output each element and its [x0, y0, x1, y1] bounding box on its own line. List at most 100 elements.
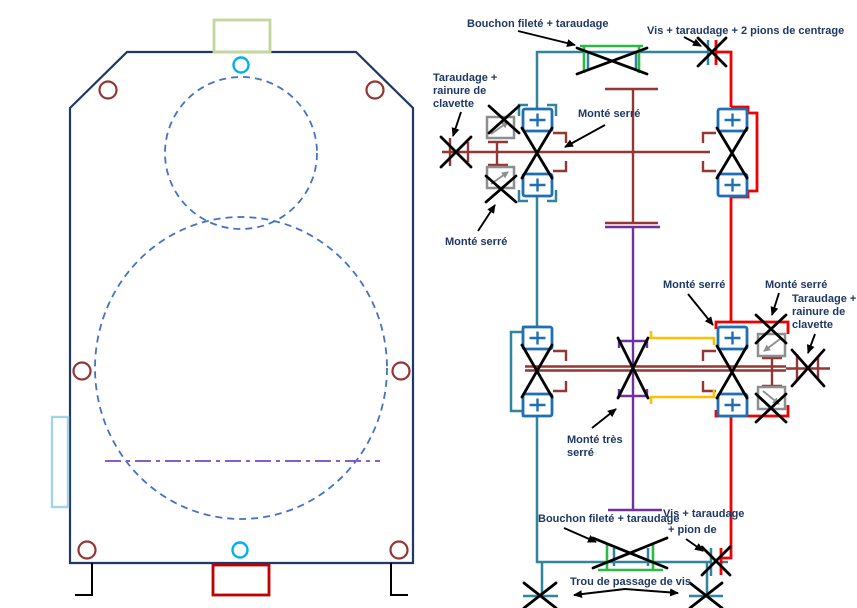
label-line: serré [567, 447, 594, 459]
label-monte-tres-serre: Monté très serré [567, 434, 623, 459]
plug-seat-ticks-top [586, 52, 638, 70]
shaft1-left-end-ticks [448, 138, 470, 166]
arrow-plug-top [517, 30, 576, 47]
label-trou-passage: Trou de passage de vis [570, 576, 691, 588]
plug-bottom-green [598, 543, 663, 572]
gear-pitch-circle-large [94, 216, 388, 520]
spacer-left [488, 140, 508, 167]
gear2-hub-flanges [617, 339, 649, 398]
fixing-hole [365, 80, 385, 100]
right-foot [390, 563, 408, 596]
bearing-symbol [521, 172, 554, 198]
bearing-symbol [521, 325, 554, 351]
shaft2-right-end-ticks [795, 354, 820, 381]
label-taraudage-left: Taraudage + rainure de clavette [433, 72, 497, 110]
arrow-monte-serre-seal-left [477, 204, 496, 232]
label-bouchon-bottom: Bouchon fileté + taraudage [538, 513, 680, 525]
cover-bottom-rail-shaft2 [714, 405, 790, 418]
fixing-hole [98, 80, 118, 100]
label-line: clavette [792, 319, 833, 331]
arrow-trou-right [624, 588, 679, 597]
label-line: rainure de [433, 85, 486, 97]
x-mark-bearing-shaft1-right [715, 126, 749, 180]
fixing-hole [72, 361, 92, 381]
label-line: clavette [433, 98, 474, 110]
label-taraudage-right: Taraudage + rainure de clavette [792, 293, 856, 331]
x-mark-seal-bottom-right [754, 392, 788, 424]
housing-front-view [50, 18, 415, 597]
seal-symbol [756, 332, 787, 358]
label-line: Taraudage + [433, 72, 497, 84]
cyan-hole-top [232, 56, 250, 74]
x-mark-bolt-hole-right [688, 581, 724, 608]
shaft1-shoulders [553, 131, 716, 173]
arrow-trou-left [573, 588, 626, 599]
bottom-cover-plate [211, 563, 271, 597]
shaft2-shoulders [553, 349, 716, 393]
x-mark-screw-top [696, 36, 728, 68]
label-vis-pion-bottom: Vis + taraudage + pion de [663, 508, 744, 536]
annotation-labels: Bouchon fileté + taraudage Vis + tarauda… [433, 18, 856, 588]
x-mark-bearing-shaft1-left [520, 126, 554, 180]
label-monte-serre-shaft1: Monté serré [578, 108, 640, 120]
x-mark-shaft1-left-end [439, 135, 473, 169]
fixing-hole [77, 540, 97, 560]
threaded-plug-bottom [598, 543, 663, 572]
arrow-screw-top [683, 36, 702, 47]
fixing-hole [391, 361, 411, 381]
gear1-brown [605, 87, 658, 225]
bearings [521, 107, 749, 418]
bearing-symbol [716, 172, 749, 198]
bearing-symbol [716, 107, 749, 133]
cover-top-rail-shaft2 [714, 320, 790, 334]
gear-pitch-circle-small [164, 76, 318, 230]
cover-bottom-run [722, 416, 733, 560]
assembly-schematic: Bouchon fileté + taraudage Vis + tarauda… [433, 18, 856, 608]
arrow-screw-bottom [685, 538, 704, 552]
hub-rail-bottom [649, 390, 716, 404]
label-line: rainure de [792, 306, 845, 318]
shafts-brown [442, 87, 830, 393]
label-monte-serre-seal-left: Monté serré [445, 236, 507, 248]
cover-lines-red [714, 40, 790, 575]
fixing-holes [72, 80, 411, 560]
x-mark-shaft2-right-end [790, 348, 826, 388]
arrow-monte-serre-bearing [687, 293, 714, 326]
arrow-monte-serre-shaft1 [564, 124, 606, 148]
arrow-keyway-right [807, 333, 816, 354]
bolt-drop-left [523, 562, 558, 598]
arrow-plug-bottom [563, 527, 597, 543]
label-monte-serre-bearing: Monté serré [663, 279, 725, 291]
x-mark-seal-top-right [754, 313, 788, 345]
hub-rails-yellow [649, 331, 716, 404]
x-mark-bearing-shaft2-right [715, 344, 749, 400]
label-line: Monté très [567, 434, 623, 446]
plug-seat-ticks-bottom [612, 548, 650, 566]
bearing-symbol [716, 392, 749, 418]
cyan-hole-bottom [231, 541, 249, 559]
label-line: + pion de [668, 524, 717, 536]
bearing-symbol [521, 392, 554, 418]
label-vis-2-pions: Vis + taraudage + 2 pions de centrage [647, 25, 844, 37]
bolt-drop-right [689, 562, 723, 598]
label-line: Taraudage + [792, 293, 856, 305]
housing-bottom-run [535, 416, 711, 564]
label-line: Vis + taraudage [663, 508, 744, 520]
housing-top-run [535, 50, 708, 109]
cover-bearing-bracket-shaft1 [731, 105, 759, 199]
x-mark-gear2-hub [616, 336, 650, 400]
hub-rail-top [649, 331, 716, 345]
centering-holes-cyan [231, 56, 250, 559]
x-mark-bolt-hole-left [522, 581, 558, 608]
x-mark-seal-top-left [487, 104, 521, 135]
arrow-keyway-left [451, 111, 462, 137]
left-foot [75, 563, 93, 596]
label-monte-serre-seal-right: Monté serré [765, 279, 827, 291]
top-cover-plate [212, 18, 272, 54]
x-mark-seal-bottom-left [484, 174, 518, 204]
label-bouchon-top: Bouchon fileté + taraudage [467, 18, 609, 30]
housing-outline [68, 50, 415, 565]
annotation-arrows [451, 30, 816, 599]
